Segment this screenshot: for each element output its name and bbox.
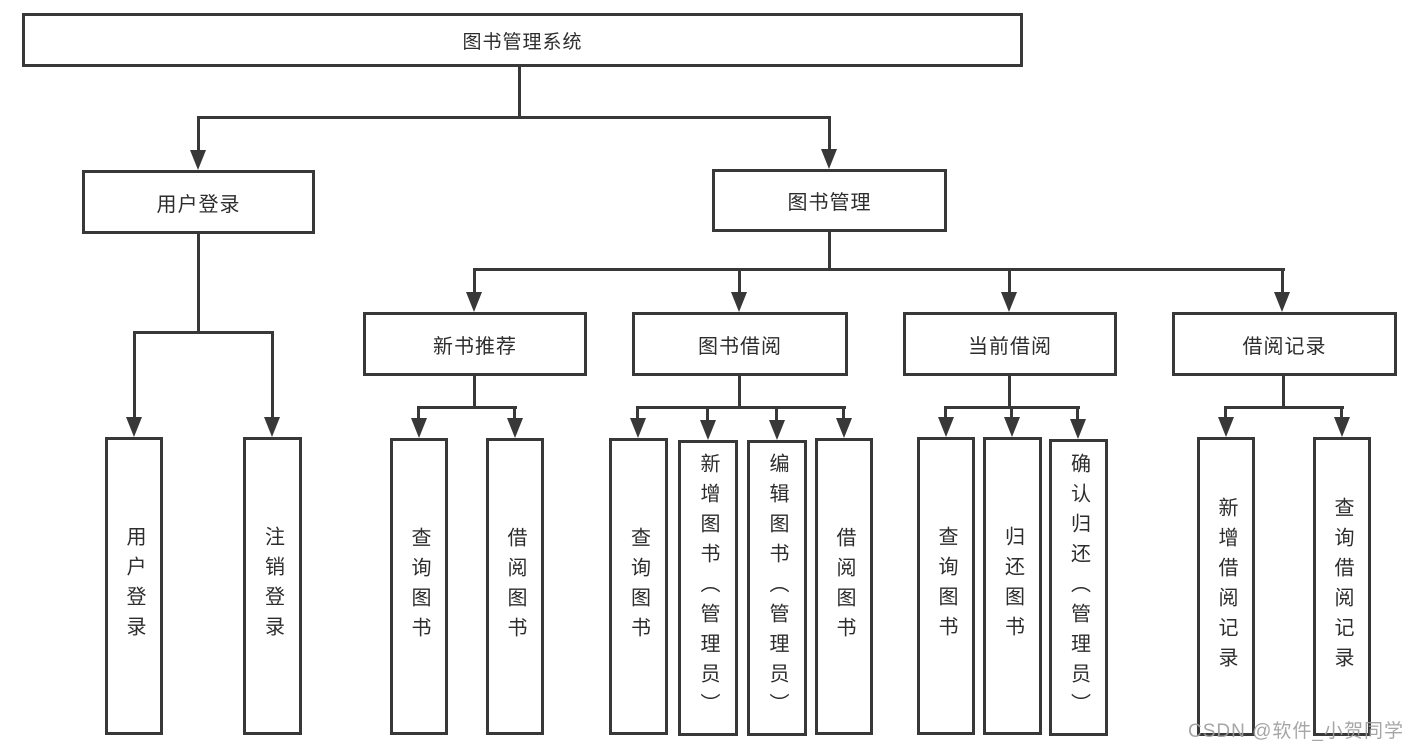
node-library-management-system: 图书管理系统: [22, 13, 1023, 67]
leaf-label: 查询借阅记录: [1331, 496, 1353, 677]
connector-line: [1282, 376, 1285, 409]
arrowhead-icon: [411, 418, 427, 438]
node-borrow-records: 借阅记录: [1172, 312, 1397, 376]
connector-line: [828, 232, 831, 271]
connector-line: [271, 331, 274, 419]
connector-line: [842, 406, 845, 420]
connector-line: [775, 406, 778, 422]
leaf-return-book: 归还图书: [983, 437, 1042, 735]
leaf-query-books-recommend: 查询图书: [390, 438, 448, 735]
arrowhead-icon: [466, 292, 482, 312]
connector-line: [944, 406, 947, 419]
connector-line: [133, 331, 274, 334]
leaf-confirm-return-admin: 确认归还（管理员）: [1049, 439, 1108, 736]
leaf-label: 借阅图书: [833, 526, 855, 647]
leaf-label: 新增图书（管理员）: [697, 453, 719, 723]
arrowhead-icon: [1218, 417, 1234, 437]
leaf-borrow-books-borrow: 借阅图书: [815, 438, 873, 735]
connector-line: [636, 406, 639, 420]
node-new-book-recommend: 新书推荐: [363, 312, 587, 376]
arrowhead-icon: [769, 420, 785, 440]
arrowhead-icon: [630, 418, 646, 438]
connector-line: [706, 406, 709, 422]
connector-line: [1008, 376, 1011, 409]
connector-line: [197, 116, 200, 152]
leaf-query-books-borrow: 查询图书: [609, 438, 668, 735]
connector-line: [636, 406, 846, 409]
leaf-user-login: 用户登录: [105, 437, 163, 735]
connector-line: [473, 268, 476, 295]
leaf-add-book-admin: 新增图书（管理员）: [678, 440, 738, 736]
connector-line: [417, 406, 517, 409]
connector-line: [828, 116, 831, 152]
connector-line: [1340, 406, 1343, 419]
arrowhead-icon: [821, 149, 837, 169]
node-user-login: 用户登录: [82, 170, 315, 234]
leaf-logout: 注销登录: [243, 437, 302, 735]
connector-line: [197, 234, 200, 334]
connector-line: [1076, 406, 1079, 421]
leaf-label: 新增借阅记录: [1215, 496, 1237, 677]
leaf-borrow-books-recommend: 借阅图书: [486, 438, 544, 735]
leaf-label: 用户登录: [123, 526, 145, 646]
connector-line: [1224, 406, 1344, 409]
connector-line: [473, 376, 476, 409]
connector-line: [1010, 406, 1013, 419]
leaf-label: 编辑图书（管理员）: [766, 453, 788, 723]
leaf-label: 注销登录: [261, 526, 284, 646]
node-current-borrow: 当前借阅: [903, 312, 1117, 376]
leaf-label: 查询图书: [408, 526, 430, 647]
leaf-query-borrow-record: 查询借阅记录: [1313, 437, 1371, 736]
arrowhead-icon: [264, 417, 280, 437]
watermark: CSDN @软件_小贺同学: [1188, 721, 1404, 742]
arrowhead-icon: [1004, 417, 1020, 437]
leaf-label: 查询图书: [627, 526, 650, 647]
arrowhead-icon: [938, 417, 954, 437]
connector-line: [133, 331, 136, 419]
arrowhead-icon: [836, 418, 852, 438]
connector-line: [1281, 268, 1284, 295]
arrowhead-icon: [731, 292, 747, 312]
leaf-add-borrow-record: 新增借阅记录: [1197, 437, 1255, 736]
arrowhead-icon: [1274, 292, 1290, 312]
connector-line: [518, 66, 521, 119]
node-book-borrow: 图书借阅: [632, 312, 848, 376]
arrowhead-icon: [1070, 419, 1086, 439]
arrowhead-icon: [126, 417, 142, 437]
connector-line: [417, 406, 420, 420]
arrowhead-icon: [700, 420, 716, 440]
connector-line: [513, 406, 516, 420]
connector-line: [197, 116, 831, 119]
leaf-label: 归还图书: [1001, 526, 1024, 646]
connector-line: [1008, 268, 1011, 295]
connector-line: [738, 268, 741, 295]
connector-line: [738, 376, 741, 409]
connector-line: [473, 268, 1285, 271]
arrowhead-icon: [1334, 417, 1350, 437]
arrowhead-icon: [190, 150, 206, 170]
leaf-label: 查询图书: [935, 526, 957, 646]
leaf-edit-book-admin: 编辑图书（管理员）: [747, 440, 807, 736]
leaf-query-books-current: 查询图书: [917, 437, 975, 735]
leaf-label: 借阅图书: [504, 526, 526, 647]
arrowhead-icon: [507, 418, 523, 438]
leaf-label: 确认归还（管理员）: [1067, 452, 1090, 723]
node-book-management: 图书管理: [712, 169, 947, 232]
arrowhead-icon: [1001, 292, 1017, 312]
connector-line: [1224, 406, 1227, 419]
